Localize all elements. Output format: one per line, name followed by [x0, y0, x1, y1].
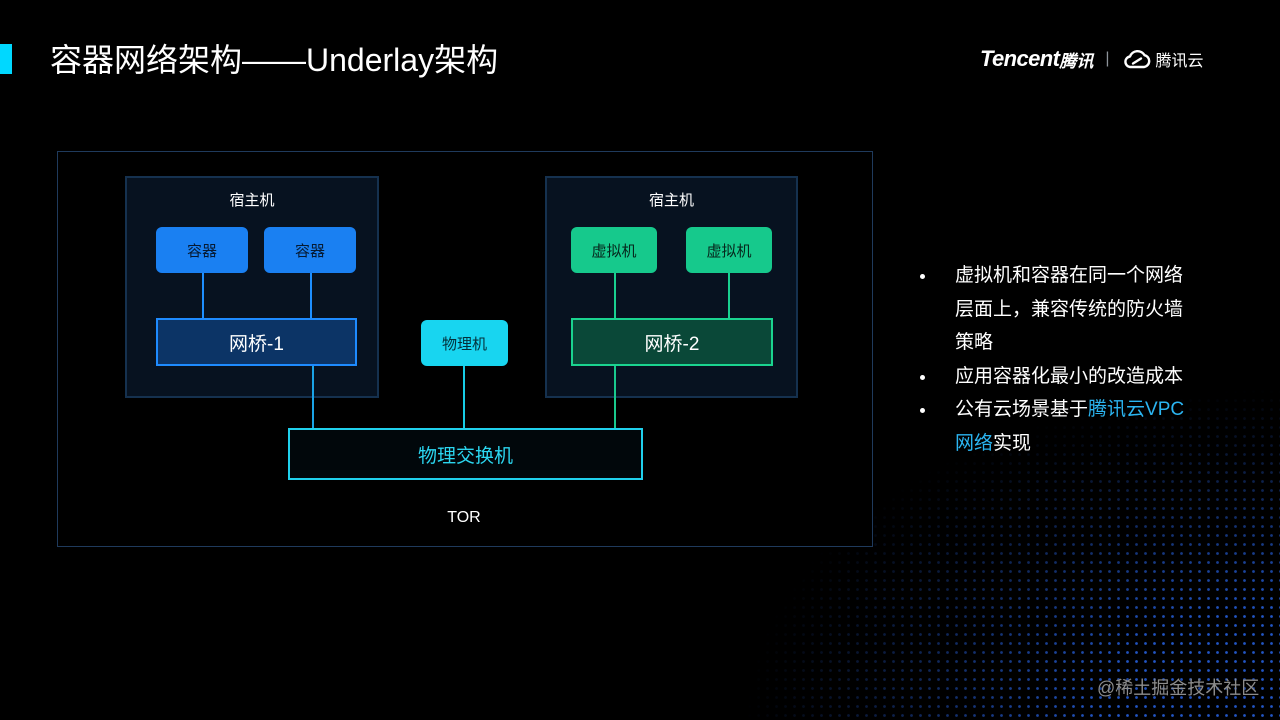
bullet-text-highlight: 腾讯云VPC网络 — [955, 399, 1185, 454]
slide-title: 容器网络架构——Underlay架构 — [50, 42, 499, 78]
bridge-2: 网桥-2 — [571, 318, 773, 366]
bullet-list: 虚拟机和容器在同一个网络层面上，兼容传统的防火墙策略 应用容器化最小的改造成本 … — [918, 259, 1187, 460]
bullet-text: 应用容器化最小的改造成本 — [955, 365, 1184, 387]
physical-switch: 物理交换机 — [288, 428, 643, 480]
bullet-text: 公有云场景基于腾讯云VPC网络实现 — [955, 393, 1187, 460]
container-node-1: 容器 — [156, 227, 248, 273]
title-accent-bar — [0, 44, 12, 74]
link-physical-machine-switch — [463, 366, 465, 428]
link-container-2-bridge-1 — [310, 273, 312, 318]
link-vm-1-bridge-2 — [614, 273, 616, 318]
link-vm-2-bridge-2 — [728, 273, 730, 318]
bullet-item: 公有云场景基于腾讯云VPC网络实现 — [918, 393, 1187, 460]
logo-brand-cn: 腾讯 — [1059, 51, 1094, 71]
bullet-item: 虚拟机和容器在同一个网络层面上，兼容传统的防火墙策略 — [918, 259, 1187, 360]
link-bridge-2-switch — [614, 366, 616, 428]
bullet-dot — [920, 408, 925, 413]
cloud-icon — [1122, 48, 1152, 70]
vm-node-1: 虚拟机 — [571, 227, 657, 273]
logo-brand-en: Tencent — [980, 46, 1060, 71]
container-node-2: 容器 — [264, 227, 356, 273]
logo-separator: | — [1105, 50, 1110, 67]
link-container-1-bridge-1 — [202, 273, 204, 318]
tencent-logo: Tencent 腾讯 | 腾讯云 — [980, 46, 1204, 72]
bullet-item: 应用容器化最小的改造成本 — [918, 360, 1187, 394]
vm-node-2: 虚拟机 — [686, 227, 772, 273]
host-right-label: 宿主机 — [648, 192, 694, 209]
host-left-label: 宿主机 — [229, 192, 275, 209]
bullet-dot — [920, 274, 925, 279]
physical-machine-node: 物理机 — [421, 320, 508, 366]
bullet-text: 虚拟机和容器在同一个网络层面上，兼容传统的防火墙策略 — [955, 265, 1184, 353]
bridge-1: 网桥-1 — [156, 318, 357, 366]
bullet-text-prefix: 公有云场景基于 — [955, 399, 1089, 420]
tor-label: TOR — [447, 509, 481, 526]
bullet-text-suffix: 实现 — [993, 432, 1032, 454]
watermark: @稀土掘金技术社区 — [1097, 678, 1260, 698]
bullet-dot — [920, 374, 925, 380]
logo-cloud-name: 腾讯云 — [1155, 53, 1204, 70]
link-bridge-1-switch — [312, 366, 314, 428]
